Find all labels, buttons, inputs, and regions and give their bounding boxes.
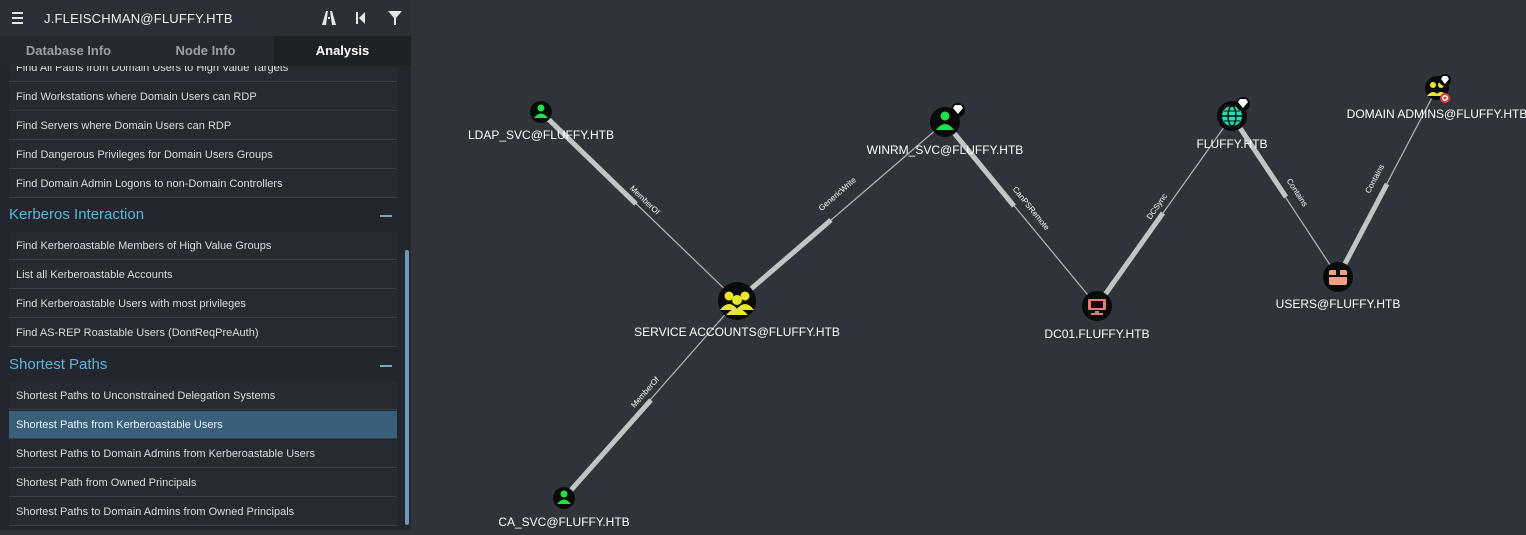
node-users[interactable]: USERS@FLUFFY.HTB [1276, 262, 1401, 311]
high-value-diamond-icon [951, 103, 965, 117]
query-item[interactable]: Find Servers where Domain Users can RDP [9, 112, 397, 140]
search-node-title[interactable]: J.FLEISCHMAN@FLUFFY.HTB [44, 11, 233, 26]
query-item-selected[interactable]: Shortest Paths from Kerberoastable Users [9, 411, 397, 439]
high-value-diamond-icon [1439, 74, 1451, 86]
tab-database-info[interactable]: Database Info [25, 43, 112, 58]
node-winrm-svc[interactable]: WINRM_SVC@FLUFFY.HTB [867, 103, 1024, 157]
query-item[interactable]: Find AS-REP Roastable Users (DontReqPreA… [9, 319, 397, 347]
query-item[interactable]: Find Domain Admin Logons to non-Domain C… [9, 170, 397, 198]
back-icon[interactable] [350, 8, 372, 28]
section-shortest-paths-title[interactable]: Shortest Paths [9, 356, 108, 373]
node-dc01[interactable]: DC01.FLUFFY.HTB [1044, 291, 1150, 341]
user-icon [557, 490, 571, 504]
user-icon [936, 111, 954, 130]
node-label: LDAP_SVC@FLUFFY.HTB [468, 128, 614, 142]
edge-label: GenericWrite [817, 175, 858, 213]
filter-icon[interactable] [384, 8, 406, 28]
node-label: CA_SVC@FLUFFY.HTB [498, 515, 629, 529]
search-header: J.FLEISCHMAN@FLUFFY.HTB [0, 0, 411, 37]
query-item[interactable]: Find Kerberoastable Members of High Valu… [9, 232, 397, 260]
tab-analysis[interactable]: Analysis [274, 36, 411, 66]
graph-canvas[interactable]: MemberOf GenericWrite CanPSRemote DCSync… [411, 0, 1526, 530]
globe-icon [1222, 105, 1242, 127]
query-item[interactable]: Find Dangerous Privileges for Domain Use… [9, 141, 397, 169]
box-icon [1329, 270, 1347, 285]
tab-bar: Database Info Node Info Analysis [0, 36, 411, 66]
high-value-diamond-icon [1236, 97, 1250, 111]
edge-label: DCSync [1145, 192, 1169, 221]
query-item[interactable]: Find All Paths from Domain Users to High… [9, 66, 397, 82]
analysis-panel: Find All Paths from Domain Users to High… [0, 66, 397, 530]
section-kerberos-title[interactable]: Kerberos Interaction [9, 206, 145, 223]
pathfinding-icon[interactable] [318, 8, 340, 28]
query-item[interactable]: Shortest Paths to Domain Admins from Own… [9, 498, 397, 526]
node-label: USERS@FLUFFY.HTB [1276, 297, 1401, 311]
query-item[interactable]: Shortest Paths to Domain Admins from Ker… [9, 440, 397, 468]
edge-label: Contains [1285, 177, 1310, 208]
node-service-accounts[interactable]: SERVICE ACCOUNTS@FLUFFY.HTB [634, 282, 840, 339]
node-label: DC01.FLUFFY.HTB [1044, 327, 1149, 341]
tab-node-info[interactable]: Node Info [175, 43, 236, 58]
node-domain-admins[interactable]: DOMAIN ADMINS@FLUFFY.HTB [1347, 74, 1526, 121]
query-item[interactable]: Find Workstations where Domain Users can… [9, 83, 397, 111]
query-item[interactable]: Shortest Path from Owned Principals [9, 469, 397, 497]
sidebar: J.FLEISCHMAN@FLUFFY.HTB Database Info No… [0, 0, 411, 530]
node-fluffy-domain[interactable]: FLUFFY.HTB [1196, 97, 1268, 151]
group-icon [720, 291, 754, 315]
node-label: WINRM_SVC@FLUFFY.HTB [867, 143, 1024, 157]
node-label: SERVICE ACCOUNTS@FLUFFY.HTB [634, 325, 840, 339]
node-ca-svc[interactable]: CA_SVC@FLUFFY.HTB [498, 487, 630, 529]
computer-icon [1088, 299, 1106, 315]
query-item[interactable]: Shortest Paths to Unconstrained Delegati… [9, 382, 397, 410]
node-ldap-svc[interactable]: LDAP_SVC@FLUFFY.HTB [468, 101, 614, 142]
user-icon [534, 104, 548, 118]
target-icon [1440, 93, 1450, 103]
query-item[interactable]: List all Kerberoastable Accounts [9, 261, 397, 289]
query-item[interactable]: Find Kerberoastable Users with most priv… [9, 290, 397, 318]
collapse-kerberos-icon[interactable] [380, 215, 392, 217]
node-label: FLUFFY.HTB [1196, 137, 1267, 151]
node-label: DOMAIN ADMINS@FLUFFY.HTB [1347, 107, 1526, 121]
menu-icon[interactable] [10, 9, 26, 27]
panel-scrollbar[interactable] [405, 250, 409, 525]
collapse-shortest-paths-icon[interactable] [380, 365, 392, 367]
